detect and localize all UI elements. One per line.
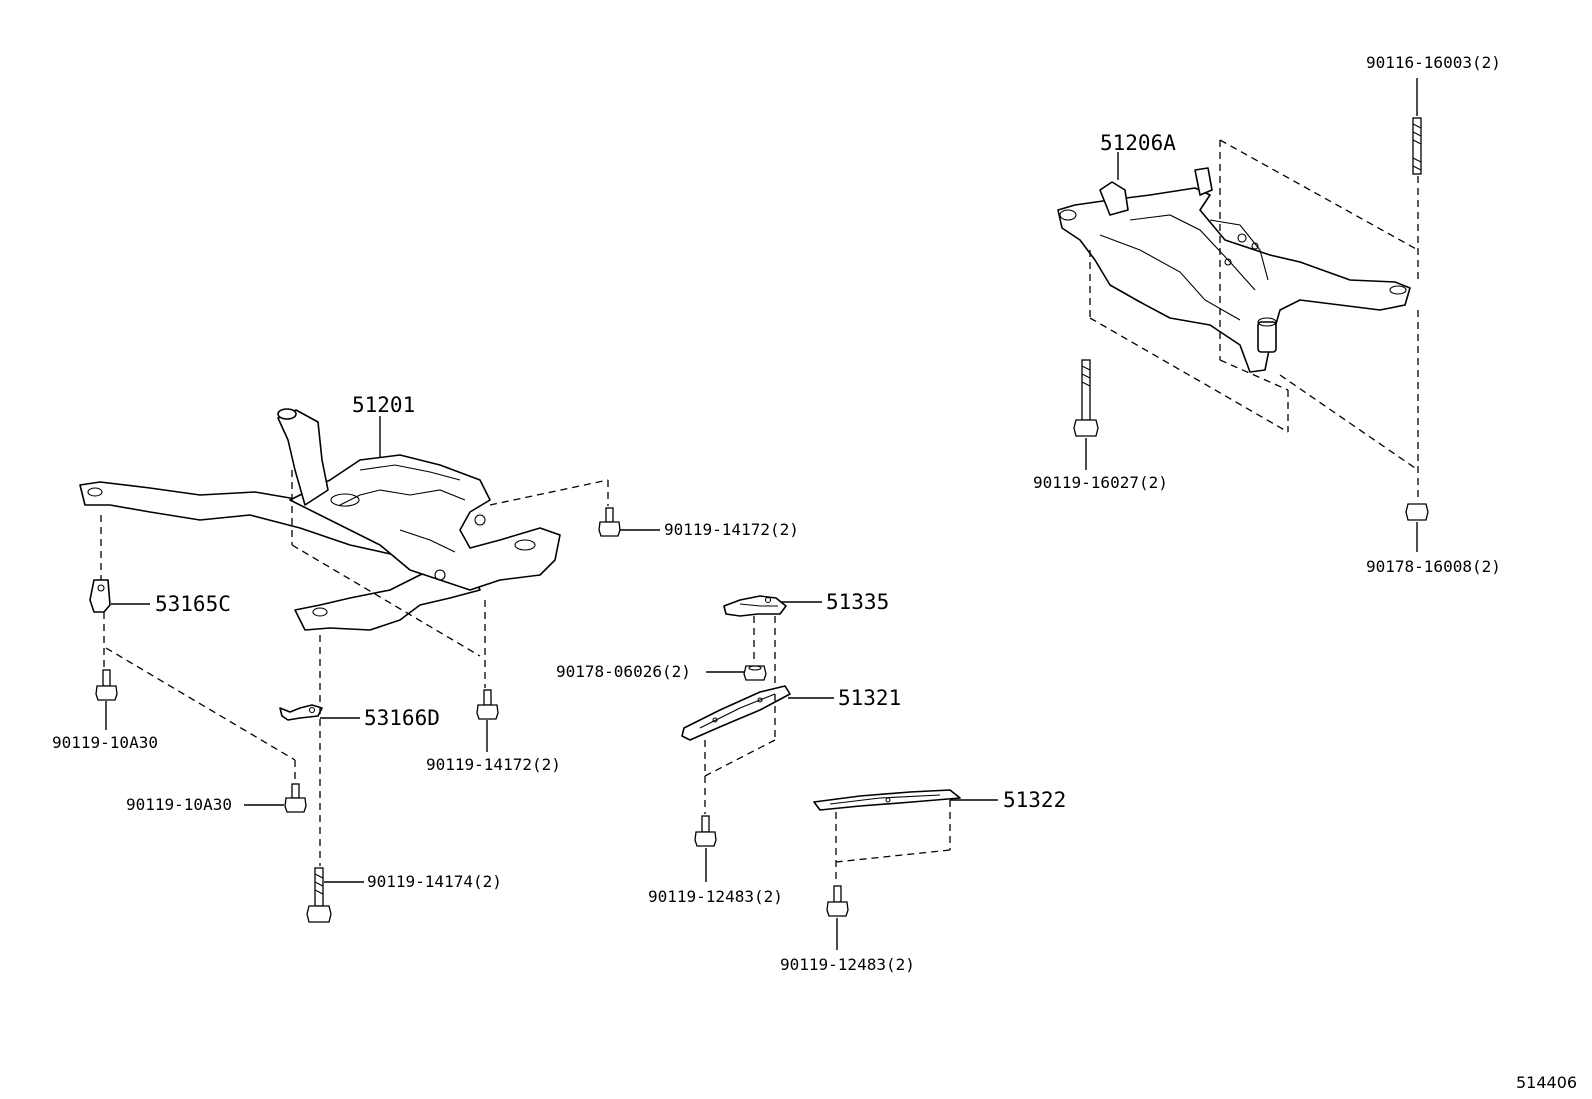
alignment-lines xyxy=(100,139,1419,884)
label-53165C: 53165C xyxy=(155,592,231,616)
label-90119-12483-left: 90119-12483(2) xyxy=(648,887,783,906)
bracket-53166D[interactable] xyxy=(279,704,323,721)
label-90178-06026: 90178-06026(2) xyxy=(556,662,691,681)
label-90178-16008: 90178-16008(2) xyxy=(1366,557,1501,576)
bolt-90119-12483-left[interactable] xyxy=(694,815,717,847)
nut-90178-16008[interactable] xyxy=(1405,503,1429,521)
bolt-90119-16027[interactable] xyxy=(1073,359,1099,437)
bolt-90119-12483-right[interactable] xyxy=(826,885,849,917)
rear-crossmember-51206A[interactable] xyxy=(1057,167,1411,373)
label-90119-16027: 90119-16027(2) xyxy=(1033,473,1168,492)
bracket-51335[interactable] xyxy=(723,595,787,617)
label-51201: 51201 xyxy=(352,393,415,417)
label-90119-10A30-mid: 90119-10A30 xyxy=(126,795,232,814)
stud-bolt-90116-16003[interactable] xyxy=(1412,117,1422,175)
label-90119-14172-bottom: 90119-14172(2) xyxy=(426,755,561,774)
label-90119-12483-right: 90119-12483(2) xyxy=(780,955,915,974)
label-51322: 51322 xyxy=(1003,788,1066,812)
bolt-90119-14172-bottom[interactable] xyxy=(476,689,499,720)
bracket-53165C[interactable] xyxy=(89,579,111,613)
label-53166D: 53166D xyxy=(364,706,440,730)
bolt-90119-14172-top[interactable] xyxy=(598,507,621,537)
label-51206A: 51206A xyxy=(1100,131,1176,155)
label-90119-10A30-left: 90119-10A30 xyxy=(52,733,158,752)
label-90116-16003: 90116-16003(2) xyxy=(1366,53,1501,72)
label-90119-14174: 90119-14174(2) xyxy=(367,872,502,891)
nut-90178-06026[interactable] xyxy=(743,665,767,681)
diagram-id: 514406 xyxy=(1516,1073,1577,1092)
front-crossmember-51201[interactable] xyxy=(79,408,561,631)
label-90119-14172-top: 90119-14172(2) xyxy=(664,520,799,539)
brace-51321[interactable] xyxy=(681,685,791,741)
label-51321: 51321 xyxy=(838,686,901,710)
bolt-90119-10A30-left[interactable] xyxy=(95,669,118,701)
label-51335: 51335 xyxy=(826,590,889,614)
labels: 90116-16003(2) 51206A 90119-16027(2) 901… xyxy=(52,53,1577,1092)
bolt-90119-14174[interactable] xyxy=(306,867,332,923)
leader-lines xyxy=(105,78,1418,950)
brace-51322[interactable] xyxy=(813,789,961,811)
bolt-90119-10A30-mid[interactable] xyxy=(284,783,307,813)
